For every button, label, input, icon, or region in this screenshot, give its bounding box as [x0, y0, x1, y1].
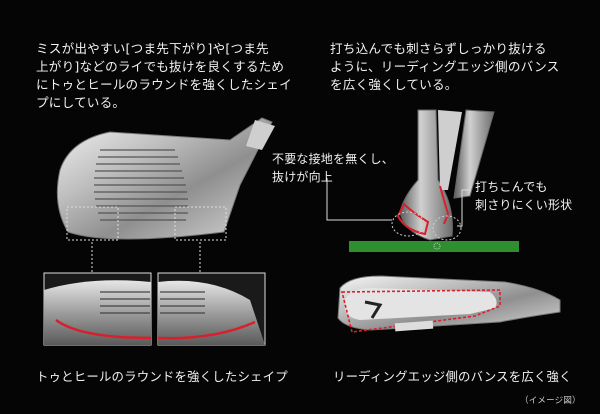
club-face-illustration — [56, 117, 275, 272]
club-side-illustration — [326, 109, 519, 252]
annotation-unneeded-contact: 不要な接地を無くし、 抜けが向上 — [272, 152, 395, 184]
caption-right: リーディングエッジ側のバンスを広く強く — [333, 369, 572, 384]
image-note: （イメージ図） — [520, 396, 581, 406]
toe-detail-panel — [43, 272, 152, 346]
top-left-description: ミスが出やすい[つま先下がり]や[つま先 上がり]などのライでも抜けを良くするた… — [36, 41, 292, 110]
heel-detail-panel — [157, 272, 266, 346]
caption-left: トゥとヒールのラウンドを強くしたシェイプ — [36, 369, 288, 384]
top-right-description: 打ち込んでも刺さらずしっかり抜ける ように、リーディングエッジ側のバンス を広く… — [330, 41, 560, 92]
annotation-dig-resistant: 打ちこんでも 刺さりにくい形状 — [475, 180, 573, 212]
club-sole-illustration — [337, 275, 561, 333]
